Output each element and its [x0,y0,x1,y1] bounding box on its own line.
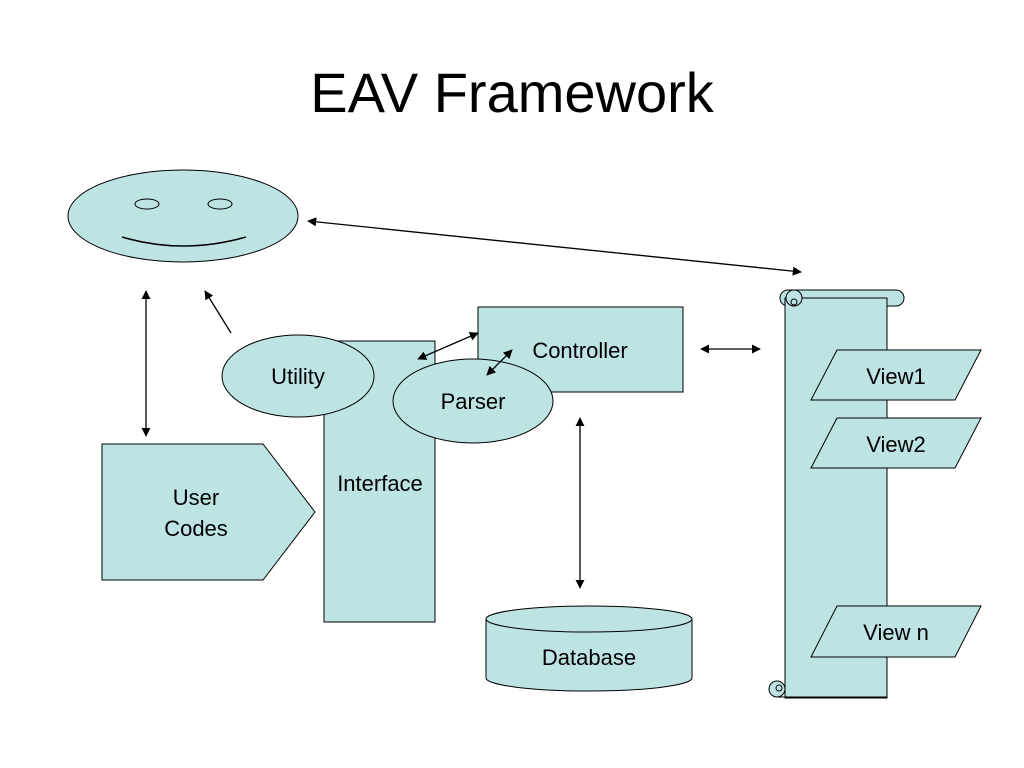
utility-user-arrow [204,290,232,334]
smiley-face-icon [67,169,299,263]
user-codes-label-line1: User [173,485,219,510]
view-n-node: View n [810,605,982,658]
user-codes-label-line2: Codes [164,516,228,541]
user-views-arrow [307,217,802,276]
database-label: Database [542,645,636,670]
controller-label: Controller [532,338,627,363]
database-node: Database [485,605,693,692]
user-codes-node: User Codes [101,443,316,581]
slide-title: EAV Framework [310,61,714,124]
utility-controller-arrow [417,332,479,360]
view-n-label: View n [863,620,929,645]
parser-node: Parser [392,358,554,444]
interface-label: Interface [337,471,423,496]
view1-node: View1 [810,349,982,401]
view1-label: View1 [866,364,926,389]
parser-controller-arrow [486,349,513,376]
utility-label: Utility [271,364,325,389]
utility-node: Utility [221,334,375,418]
view2-node: View2 [810,417,982,469]
parser-label: Parser [441,389,506,414]
view2-label: View2 [866,432,926,457]
